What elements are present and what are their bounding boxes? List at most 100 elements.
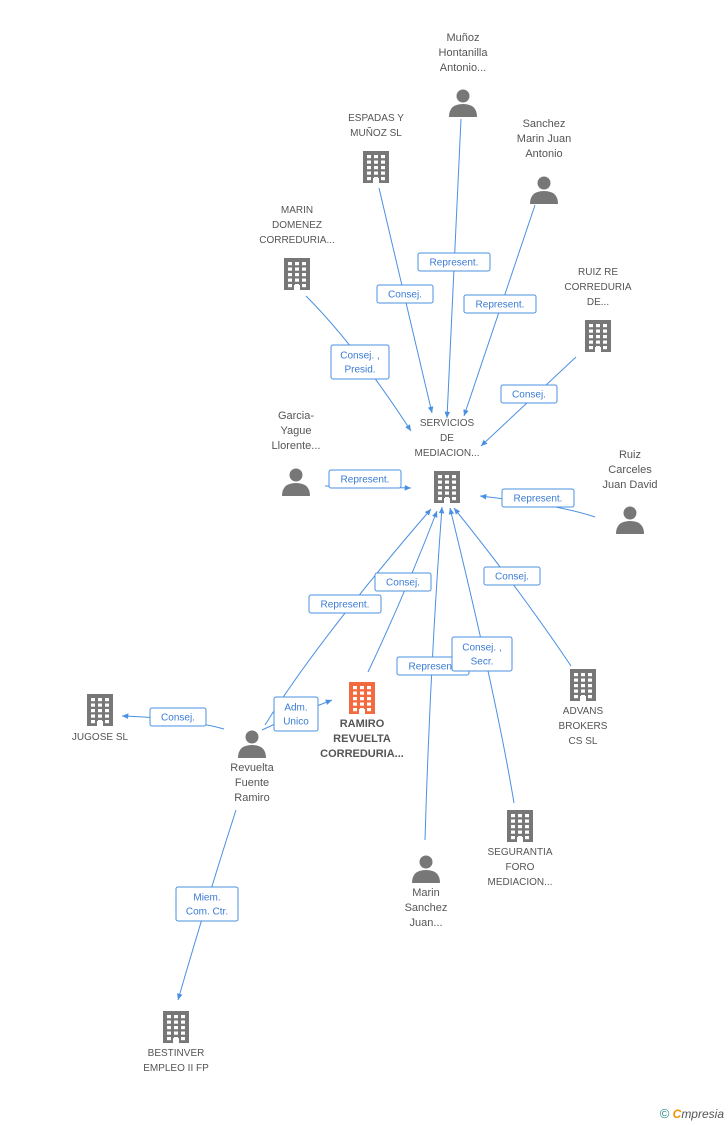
node-label: MUÑOZ SL	[350, 126, 402, 139]
edge-label-ruiz_carceles-to-servicios[interactable]: Represent.	[501, 488, 575, 508]
building-window	[360, 697, 364, 701]
building-window	[452, 475, 456, 479]
building-window	[518, 819, 522, 823]
edge-label-text: Represent.	[341, 475, 390, 486]
building-window	[174, 1015, 178, 1019]
building-window	[181, 1026, 185, 1030]
building-window	[574, 678, 578, 682]
edge-label-revuelta-to-bestinver[interactable]: Miem. Com. Ctr.	[175, 886, 239, 922]
building-window	[98, 698, 102, 702]
node-label: Juan...	[409, 917, 442, 929]
node-label: EMPLEO II FP	[143, 1063, 209, 1074]
building-window	[167, 1031, 171, 1035]
node-label: DOMENEZ	[272, 220, 322, 231]
node-segurantia[interactable]: SEGURANTIAFOROMEDIACION...	[487, 810, 553, 888]
building-window	[105, 720, 109, 724]
edge-label-box	[330, 344, 390, 380]
edge-label-text: Com. Ctr.	[186, 907, 228, 918]
node-ruiz_re[interactable]: RUIZ RECORREDURIADE...	[564, 267, 632, 352]
building-window	[374, 160, 378, 164]
building-window	[302, 284, 306, 288]
node-servicios[interactable]: SERVICIOSDEMEDIACION...	[414, 418, 480, 503]
edge-label-text: Miem.	[193, 893, 220, 904]
building-window	[105, 709, 109, 713]
building-door	[97, 721, 103, 726]
building-window	[91, 703, 95, 707]
edge-revuelta-to-servicios	[264, 508, 432, 726]
brand-name: mpresia	[681, 1107, 724, 1121]
building-window	[105, 714, 109, 718]
building-window	[367, 171, 371, 175]
edge-label-box	[376, 284, 434, 304]
person-icon	[282, 468, 310, 496]
empresia-watermark[interactable]: © Cmpresia	[660, 1106, 724, 1121]
node-label: MEDIACION...	[414, 448, 479, 459]
building-window	[353, 708, 357, 712]
edge-label-box	[417, 252, 491, 272]
building-window	[288, 267, 292, 271]
node-garcia[interactable]: Garcia-YagueLlorente...	[272, 410, 321, 496]
building-window	[603, 324, 607, 328]
node-munoz_hont[interactable]: MuñozHontanillaAntonio...	[439, 32, 489, 117]
edge-label-marin_dom-to-servicios[interactable]: Consej. ,Presid.	[330, 344, 390, 380]
building-window	[367, 155, 371, 159]
edge-label-segurantia-to-servicios[interactable]: Consej. ,Secr.	[451, 636, 513, 672]
edge-label-espadas-to-servicios[interactable]: Consej.	[376, 284, 434, 304]
building-window	[511, 819, 515, 823]
node-label: Yague	[281, 425, 312, 437]
building-window	[174, 1020, 178, 1024]
edge-label-text: Consej. ,	[462, 643, 501, 654]
building-window	[438, 475, 442, 479]
building-window	[445, 480, 449, 484]
edge-label-garcia-to-servicios[interactable]: Represent.	[328, 469, 402, 489]
building-door	[595, 347, 601, 352]
building-window	[596, 335, 600, 339]
node-label: CS SL	[569, 736, 598, 747]
node-jugose[interactable]: JUGOSE SL	[72, 694, 129, 743]
edge-label-sanchez-to-servicios[interactable]: Represent.	[463, 294, 537, 314]
person-icon	[616, 506, 644, 534]
building-window	[381, 160, 385, 164]
node-marin_dom[interactable]: MARINDOMENEZCORREDURIA...	[259, 205, 335, 290]
edge-label-munoz_hont-to-servicios[interactable]: Represent.	[417, 252, 491, 272]
building-window	[589, 324, 593, 328]
building-window	[581, 673, 585, 677]
building-window	[288, 262, 292, 266]
edge-label-box	[483, 566, 541, 586]
edge-label-ramiro_corr-to-servicios[interactable]: Consej.	[374, 572, 432, 592]
edge-label-revuelta-to-ramiro_corr[interactable]: Adm.Unico	[273, 696, 319, 732]
building-icon	[570, 669, 596, 701]
edge-label-advans-to-servicios[interactable]: Consej.	[483, 566, 541, 586]
building-window	[367, 691, 371, 695]
building-window	[167, 1015, 171, 1019]
building-window	[589, 340, 593, 344]
building-icon	[585, 320, 611, 352]
edge-label-revuelta-to-servicios[interactable]: Represent.	[308, 594, 382, 614]
node-label: CORREDURIA...	[259, 235, 335, 246]
edge-label-revuelta-to-jugose[interactable]: Consej.	[149, 707, 207, 727]
building-door	[517, 837, 523, 842]
person-icon	[449, 89, 477, 117]
building-window	[438, 480, 442, 484]
building-window	[167, 1026, 171, 1030]
building-window	[360, 686, 364, 690]
building-window	[367, 708, 371, 712]
building-window	[511, 814, 515, 818]
building-window	[525, 814, 529, 818]
edge-label-ruiz_re-to-servicios[interactable]: Consej.	[500, 384, 558, 404]
node-marin_sanchez[interactable]: MarinSanchezJuan...	[405, 855, 448, 930]
building-window	[452, 486, 456, 490]
building-window	[353, 686, 357, 690]
building-window	[181, 1020, 185, 1024]
node-ramiro_corr[interactable]: RAMIROREVUELTACORREDURIA...	[320, 682, 404, 760]
edge-label-text: Consej.	[161, 713, 195, 724]
building-window	[98, 714, 102, 718]
building-window	[511, 830, 515, 834]
